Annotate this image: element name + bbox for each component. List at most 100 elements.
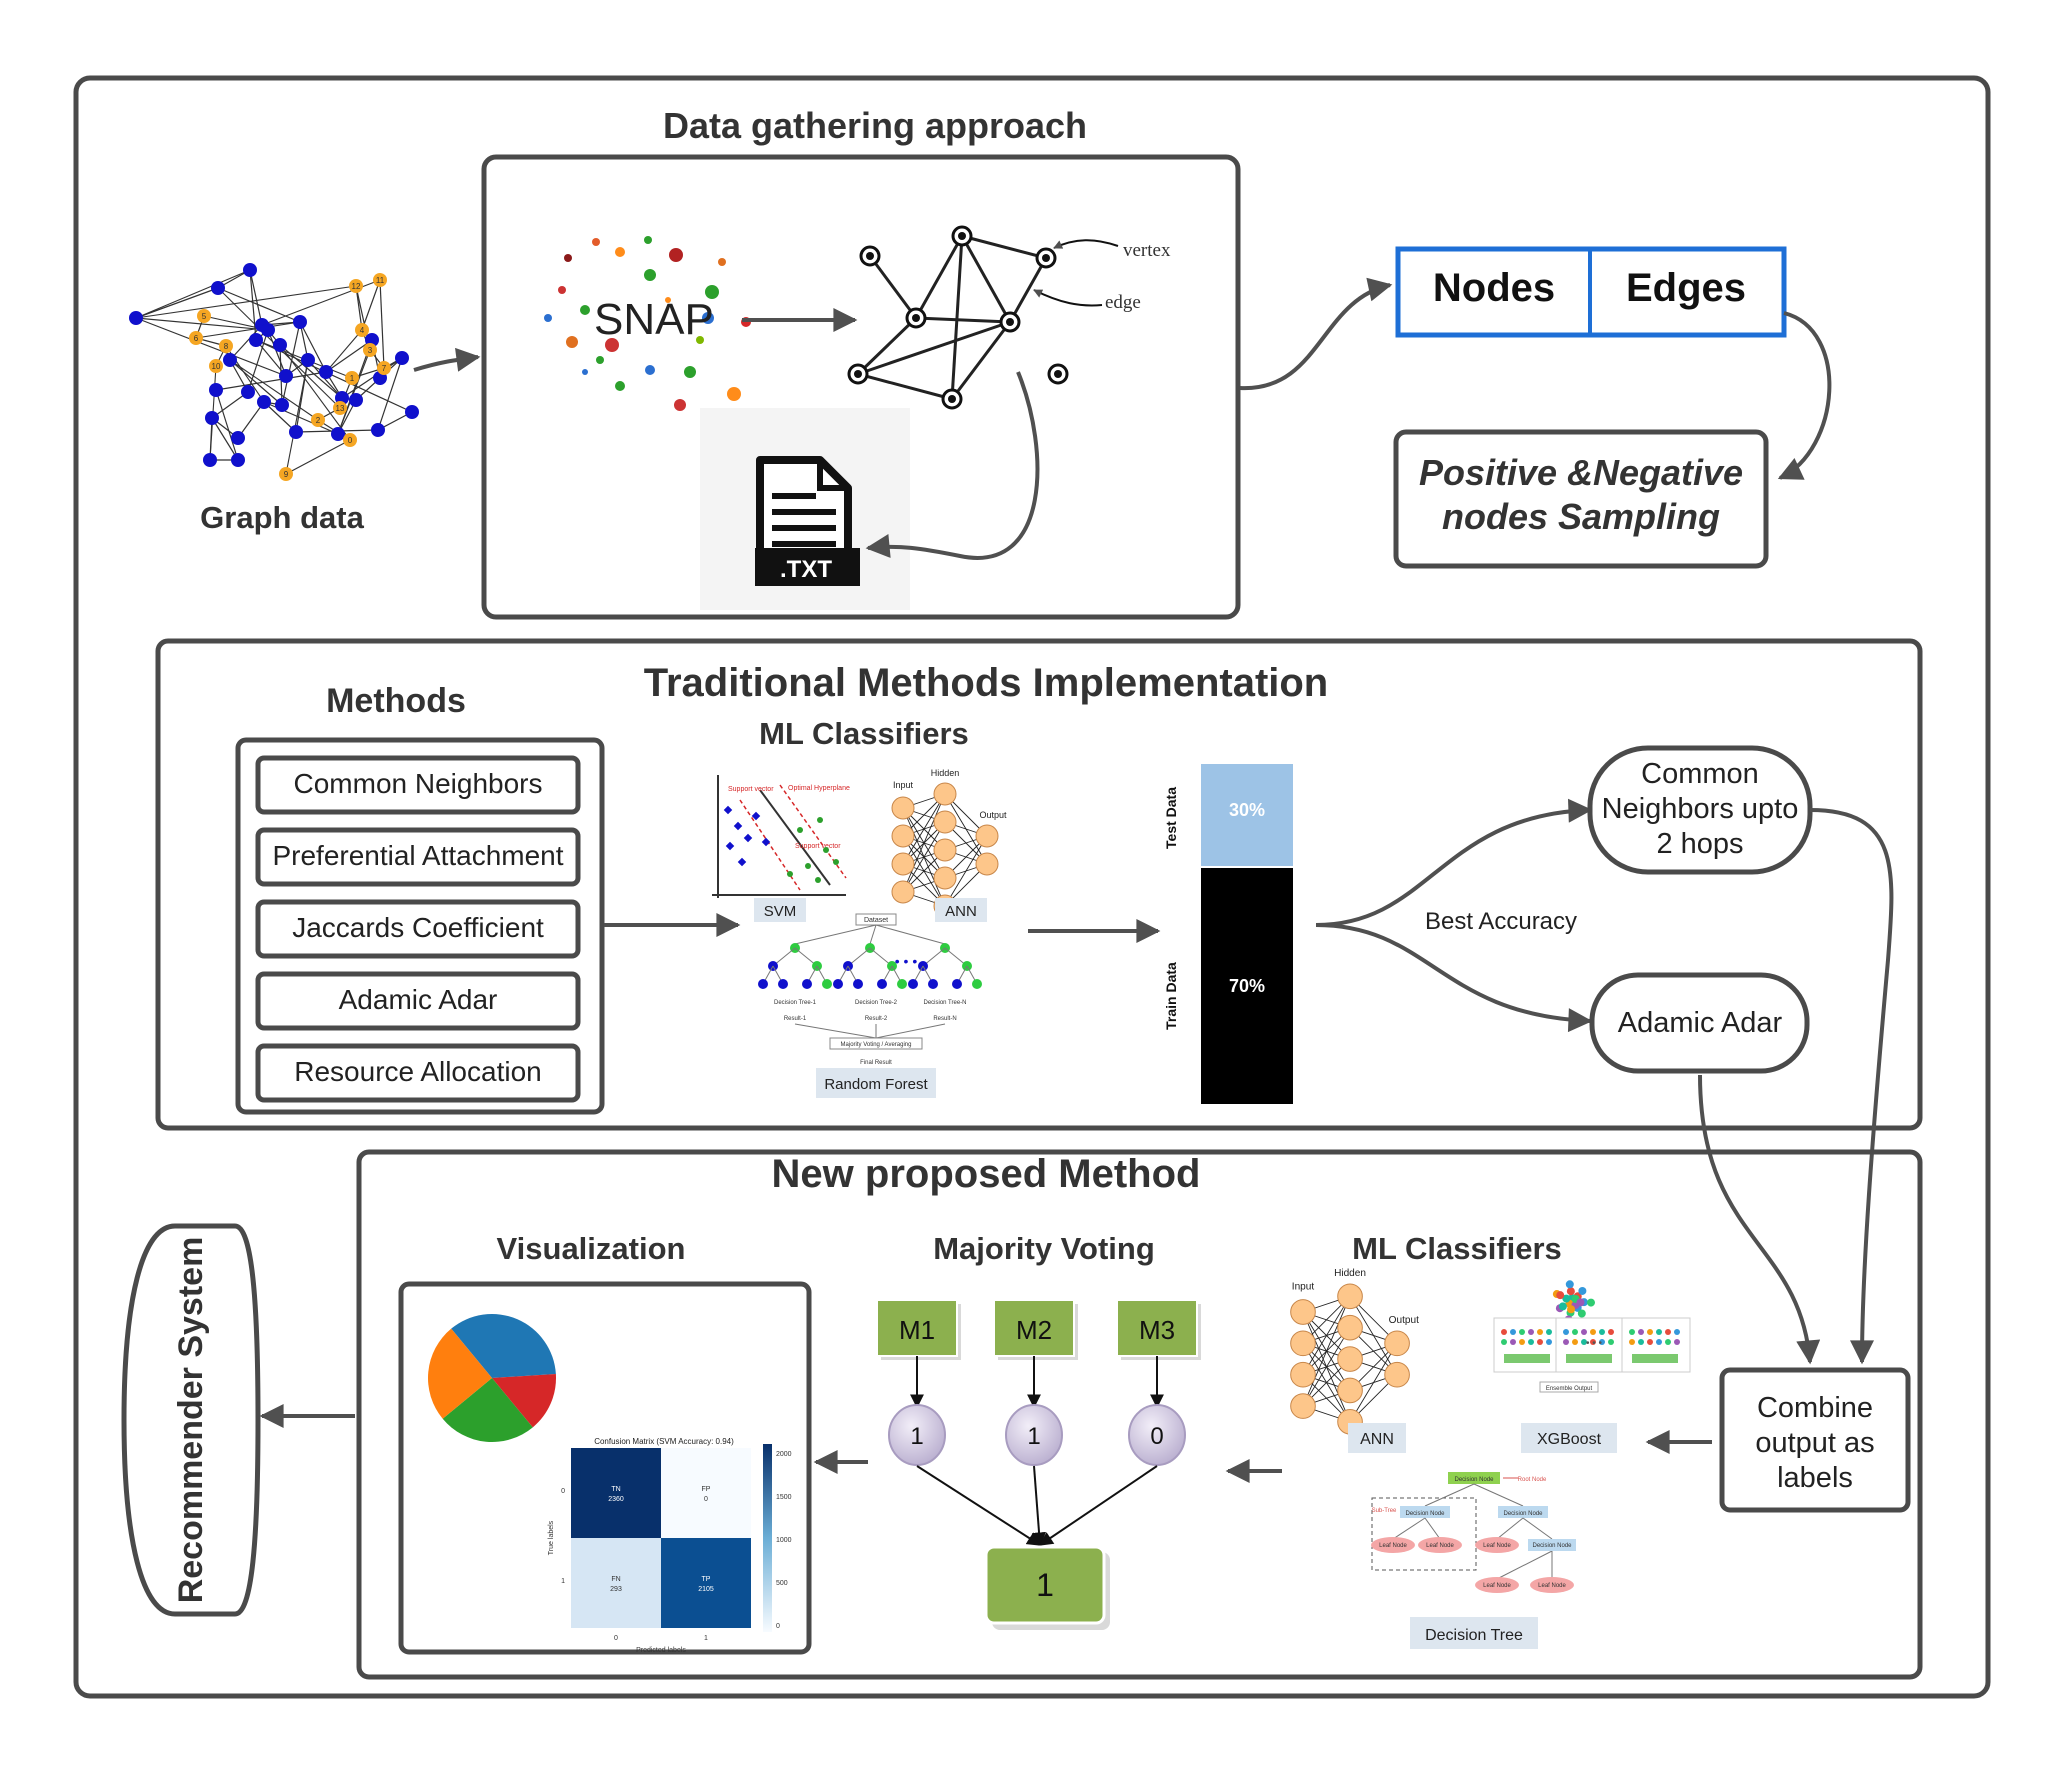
rf-node: [778, 979, 788, 989]
rf-node: [952, 979, 962, 989]
xgb-dot: [1577, 1309, 1586, 1318]
method-box: [255, 899, 581, 959]
rf-result-label: Result-1: [784, 1016, 807, 1022]
model-label: M1: [899, 1315, 935, 1345]
xgb-dot: [1510, 1339, 1516, 1345]
txt-file-icon: [755, 456, 860, 586]
snap-dot: [684, 366, 696, 378]
proposed-classifiers-title: ML Classifiers: [1352, 1231, 1562, 1266]
xgb-dot: [1578, 1286, 1587, 1295]
xgb-dot: [1638, 1339, 1644, 1345]
rf-result-label: Result-N: [933, 1016, 956, 1022]
xgb-dot: [1581, 1329, 1587, 1335]
model-label: M3: [1139, 1315, 1175, 1345]
xgb-dot: [1556, 1291, 1565, 1300]
dt-label: Decision Tree: [1425, 1627, 1523, 1644]
rf-ellipsis: • • •: [895, 953, 918, 969]
rf-tree-label: Decision Tree-N: [923, 1000, 966, 1006]
dt-node: [1528, 1539, 1576, 1551]
dt-leaf: [1371, 1537, 1415, 1553]
rf-node: [928, 979, 938, 989]
vertex-edge-graph: [847, 225, 1069, 410]
test-pct: 30%: [1229, 800, 1265, 820]
rf-node: [897, 979, 907, 989]
rf-node: [877, 979, 887, 989]
xgb-dot: [1629, 1339, 1635, 1345]
outer-frame: [73, 75, 1991, 1699]
ve-edge: [915, 316, 1011, 324]
svg-text:Support vector: Support vector: [728, 786, 774, 793]
graph-edge: [135, 317, 287, 377]
xgb-ellipsis: • • •: [1586, 1338, 1603, 1349]
ann-label-bg: [935, 898, 987, 922]
ann-link: [944, 835, 988, 907]
ve-edge: [868, 255, 918, 319]
cm-cell: [571, 1538, 661, 1628]
dt-leaf: [1475, 1537, 1519, 1553]
xgb-dot: [1563, 1339, 1569, 1345]
xgb-dot: [1647, 1329, 1653, 1335]
svm-point: [725, 841, 735, 851]
graph-node: [231, 431, 245, 445]
ann-link: [902, 821, 946, 893]
dt-text: Leaf Node: [1483, 1543, 1511, 1549]
cm-colorbar-tick: 500: [776, 1580, 788, 1587]
ann-link: [1302, 1296, 1351, 1407]
cm-cell: [661, 1448, 751, 1538]
graph-node: [355, 323, 369, 337]
model-box: [876, 1299, 958, 1357]
cm-colorbar-tick: 0: [776, 1623, 780, 1630]
graph-edge: [237, 401, 265, 439]
graph-node-number: 1: [350, 374, 355, 383]
graph-node: [261, 323, 275, 337]
final-box: [984, 1545, 1106, 1625]
graph-edge: [135, 285, 357, 319]
graph-edge: [135, 287, 219, 319]
pie-slice: [492, 1373, 556, 1428]
dt-label-bg: [1410, 1617, 1538, 1649]
rf-link: [875, 1023, 946, 1039]
arrow-to-sampling: [1777, 311, 1832, 480]
graph-node: [275, 398, 289, 412]
ve-vertex-core: [1054, 370, 1062, 378]
graph-edge: [249, 269, 263, 326]
vote-node: [1128, 1404, 1186, 1466]
random-forest-thumbnail: Dataset• • •Decision Tree-1Result-1Decis…: [758, 913, 982, 1066]
ann-link: [1349, 1343, 1398, 1422]
dt-node: [1400, 1506, 1450, 1518]
snap-dot: [615, 381, 625, 391]
svm-point: [805, 863, 811, 869]
dt-text: Decision Node: [1503, 1511, 1543, 1517]
graph-edge: [285, 359, 309, 475]
graph-node-number: 9: [284, 470, 289, 479]
pie-slice: [451, 1313, 556, 1378]
rf-vote-box: [829, 1037, 923, 1050]
graph-node: [189, 331, 203, 345]
ann-neuron: [1337, 1314, 1363, 1341]
svm-point: [737, 857, 747, 867]
ve-vertex-core: [866, 252, 874, 260]
xgb-dot: [1576, 1298, 1585, 1307]
ve-vertex-core: [854, 370, 862, 378]
graph-node-number: 13: [336, 404, 345, 413]
dt-link: [1496, 1550, 1553, 1580]
xgb-dot: [1528, 1329, 1534, 1335]
rf-label: Random Forest: [824, 1076, 928, 1093]
graph-node: [279, 467, 293, 481]
vote-node: [1005, 1404, 1063, 1466]
xgb-dot: [1563, 1329, 1569, 1335]
dt-text: Leaf Node: [1426, 1543, 1454, 1549]
method-box: [255, 827, 581, 887]
xgb-dot: [1528, 1339, 1534, 1345]
rf-node: [802, 979, 812, 989]
graph-edge: [229, 359, 283, 406]
ann-neuron: [1290, 1299, 1316, 1325]
methods-panel: [235, 737, 605, 1115]
graph-edge: [215, 389, 239, 461]
xgb-dot: [1581, 1339, 1587, 1345]
graph-node: [231, 453, 245, 467]
graph-edge: [341, 357, 403, 399]
graph-edge: [211, 417, 239, 461]
